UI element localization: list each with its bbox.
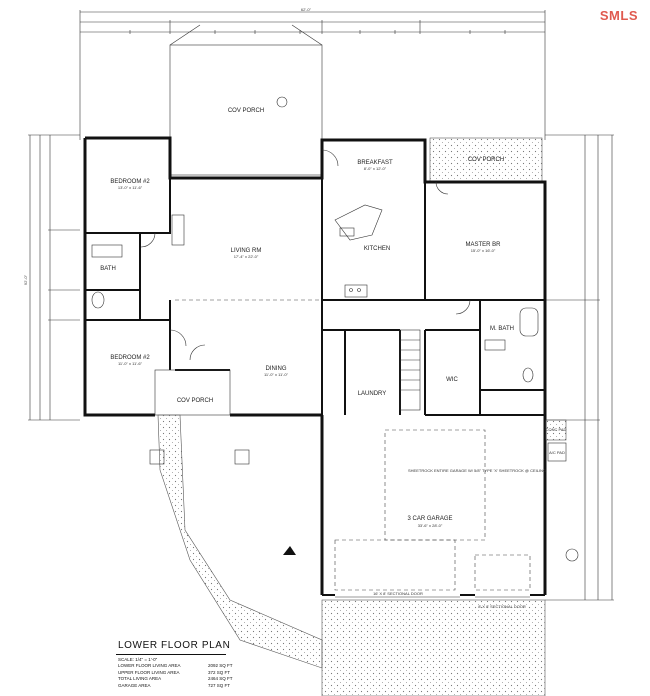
door-swings [140,149,471,361]
living-rm-dim: 17'-4" x 22'-0" [234,254,259,259]
laundry-label: LAUNDRY [358,391,387,397]
cov-porch-right-label: COV PORCH [468,157,504,163]
interior-walls [85,178,545,416]
garage-note: SHEETROCK ENTIRE GARAGE W/ 5/8" TYPE 'X'… [408,468,546,473]
ac-pad [547,442,567,462]
exterior-walls [83,136,547,420]
kitchen-label: KITCHEN [364,246,390,252]
plan-title: LOWER FLOOR PLAN [118,640,231,651]
top-dimension-lines [79,10,546,140]
bath-fixtures [91,244,539,383]
conc-pad-label: CONC PAD [546,427,567,432]
title-underline [116,654,226,655]
m-bath-label: M. BATH [490,326,514,332]
overall-depth-dimension-left: 92'-0" [23,274,28,285]
breakfast-dim: 8'-0" x 12'-0" [364,166,387,171]
left-dimension-lines [28,134,80,421]
living-rm-label: LIVING RM [231,248,262,254]
stairs [399,329,421,411]
area-row: GARAGE AREA 727 SQ FT [118,683,268,690]
area-table: LOWER FLOOR LIVING AREA 2092 SQ FT UPPER … [118,663,268,689]
plan-scale: SCALE: 1/4" = 1'-0" [118,657,158,662]
dining-label: DINING [266,366,287,372]
porch-column-right [234,449,250,465]
north-arrow-icon [283,546,296,555]
master-br-label: MASTER BR [465,242,501,248]
garage-walls [320,415,547,598]
area-value: 2092 SQ FT [208,663,233,668]
area-value: 727 SQ FT [208,682,231,688]
dining-dim: 11'-0" x 11'-0" [264,372,289,377]
bedroom2-bottom-dim: 11'-0" x 11'-6" [118,361,143,366]
wic-label: WIC [446,377,458,383]
area-label: GARAGE AREA [118,682,151,688]
sectional-door-1-label: 16' X 8' SECTIONAL DOOR [373,591,423,596]
garage-dim: 33'-6" x 28'-0" [418,523,443,528]
breakfast-label: BREAKFAST [357,160,393,166]
kitchen-island [334,204,383,298]
cov-porch-bottom [154,369,231,416]
bedroom2-bottom-label: BEDROOM #2 [110,355,150,361]
cov-porch-bottom-label: COV PORCH [177,398,213,404]
area-value: 2464 SQ FT [208,676,233,681]
bath-label: BATH [100,266,116,272]
conc-pad [545,419,567,441]
fireplace [171,214,185,246]
porch-column-left [149,449,165,465]
bedroom2-top-dim: 13'-0" x 11'-6" [118,185,143,190]
cov-porch-top [169,24,323,176]
brand-logo: SMLS [599,8,638,23]
driveway [321,599,546,696]
area-label: LOWER FLOOR LIVING AREA [118,663,181,668]
overall-width-dimension: 62'-0" [301,7,312,12]
area-row: UPPER FLOOR LIVING AREA 372 SQ FT [118,670,268,677]
garage-label: 3 CAR GARAGE [407,516,452,522]
bedroom2-top-label: BEDROOM #2 [110,179,150,185]
area-label: UPPER FLOOR LIVING AREA [118,669,180,675]
area-label: TOTAL LIVING AREA [118,676,162,681]
front-walkway [157,414,323,669]
area-value: 372 SQ FT [208,669,231,675]
cov-porch-top-label: COV PORCH [228,108,264,114]
ac-pad-label: A/C PAD [549,450,565,455]
area-row: TOTAL LIVING AREA 2464 SQ FT [118,676,268,683]
cov-porch-right-area [429,137,543,183]
right-dimension-lines [545,134,614,601]
area-row: LOWER FLOOR LIVING AREA 2092 SQ FT [118,663,268,670]
section-marker-icon [565,548,579,562]
master-br-dim: 15'-0" x 16'-0" [471,248,496,253]
